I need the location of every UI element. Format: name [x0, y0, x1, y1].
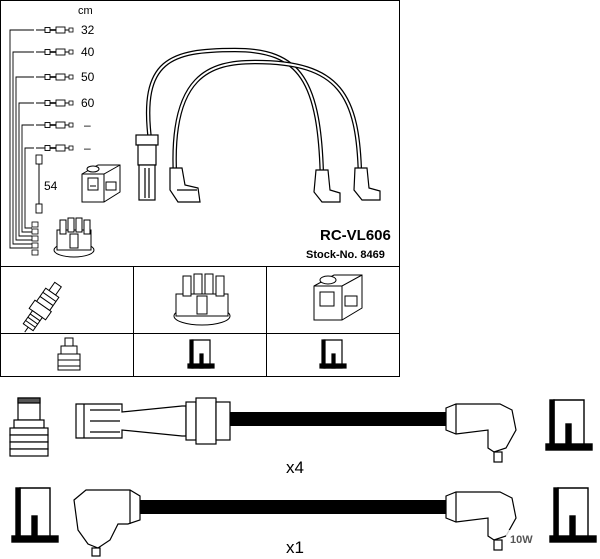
watermark-text: 10W — [510, 534, 533, 546]
lead-cable — [230, 412, 446, 426]
lead-end-icon — [35, 26, 74, 34]
watermark-badge: 10W — [506, 530, 546, 546]
stock-number: Stock-No. 8469 — [306, 249, 385, 261]
lead-end-icon — [35, 73, 74, 81]
length-row-6: – — [35, 141, 91, 155]
terminal-profile-icon — [549, 487, 597, 543]
plug-terminal-icon — [57, 337, 81, 371]
unit-label: cm — [78, 5, 93, 17]
straight-plug-boot-icon — [135, 134, 159, 201]
ignition-wires-drawing: RC-VL606 Stock-No. 8469 — [135, 47, 391, 261]
angled-plug-boot-icon — [169, 167, 201, 203]
product-code: RC-VL606 — [320, 227, 391, 244]
ignition-coil-icon-large — [313, 274, 363, 321]
length-value: – — [84, 141, 91, 155]
terminal-profile-icon — [545, 399, 593, 451]
coil-lead-length-value: 54 — [44, 179, 58, 193]
length-row-1: 32 — [35, 23, 95, 37]
angled-boot-icon — [73, 489, 141, 557]
length-row-4: 60 — [35, 96, 95, 110]
ignition-coil-icon — [81, 164, 121, 203]
coil-lead-quantity: x1 — [286, 538, 304, 557]
length-row-5: – — [35, 118, 91, 132]
distributor-cap-icon — [53, 217, 95, 258]
terminal-profile-icon — [187, 339, 215, 369]
spec-frame — [0, 0, 400, 377]
plug-lead-assembly: x4 — [9, 397, 593, 477]
plug-lead-quantity: x4 — [286, 458, 304, 477]
spark-plug-terminal-icon — [9, 397, 49, 457]
terminal-profile-icon — [319, 339, 347, 369]
length-value: 50 — [81, 70, 95, 84]
length-row-3: 50 — [35, 70, 95, 84]
terminal-profile-icon — [11, 487, 59, 543]
lead-end-icon — [35, 48, 74, 56]
length-list: cm 32 40 50 60 – — [9, 5, 95, 256]
spark-plug-icon — [22, 281, 62, 333]
length-row-2: 40 — [35, 45, 95, 59]
lead-cable — [140, 500, 446, 514]
length-value: – — [84, 118, 91, 132]
distributor-cap-icon-large — [173, 273, 231, 326]
lead-end-icon — [35, 121, 74, 129]
straight-boot-icon — [75, 397, 231, 445]
coil-lead-length: 54 — [35, 154, 58, 214]
angled-boot-icon — [445, 403, 517, 463]
coil-lead-assembly: x1 — [11, 487, 597, 557]
length-value: 60 — [81, 96, 95, 110]
coil-boot-icon — [313, 167, 381, 203]
length-value: 40 — [81, 45, 95, 59]
length-value: 32 — [81, 23, 95, 37]
length-bracket-lines — [9, 29, 34, 249]
terminal-stack-icon — [31, 221, 39, 256]
angled-boot-icon — [445, 491, 517, 551]
lead-end-icon — [35, 99, 74, 107]
lead-end-icon — [35, 144, 74, 152]
